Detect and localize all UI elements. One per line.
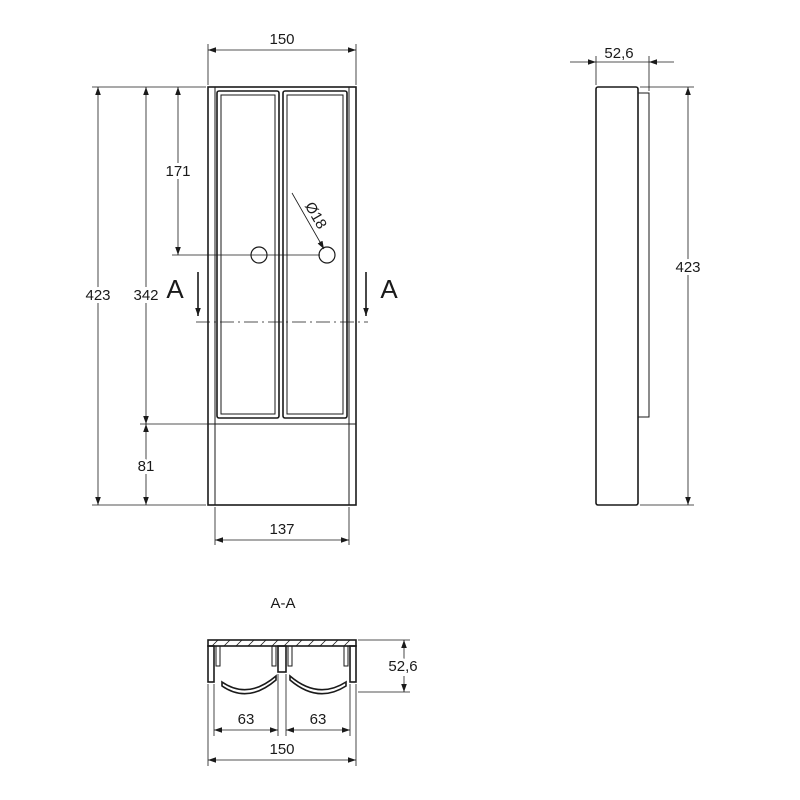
section-wall-middle bbox=[277, 645, 287, 673]
diameter-leader bbox=[291, 192, 325, 250]
dim-height-holes-label: 171 bbox=[165, 163, 190, 180]
dim-section-width-label: 150 bbox=[269, 741, 294, 758]
dim-width-top-label: 150 bbox=[269, 31, 294, 48]
dim-height-inner-label: 342 bbox=[133, 287, 158, 304]
dim-side-height-label: 423 bbox=[675, 259, 700, 276]
section-marker-right: A bbox=[380, 274, 398, 304]
left-door bbox=[216, 90, 280, 419]
section-view: A-A 52,6 bbox=[207, 595, 421, 766]
front-view: Ø18 150 137 423 342 81 171 A A bbox=[82, 31, 398, 545]
hole-right bbox=[318, 246, 336, 264]
side-body bbox=[595, 86, 639, 506]
hole-diameter-label: Ø18 bbox=[301, 199, 330, 232]
section-hatch bbox=[211, 639, 351, 647]
side-door-edge bbox=[637, 92, 650, 418]
dim-height-total-label: 423 bbox=[85, 287, 110, 304]
section-marker-left: A bbox=[166, 274, 184, 304]
right-door bbox=[282, 90, 348, 419]
section-wall-right bbox=[349, 645, 357, 683]
section-tray-right bbox=[289, 674, 347, 695]
dim-cell-left-label: 63 bbox=[238, 711, 255, 728]
section-back-panel bbox=[207, 639, 357, 647]
section-title: A-A bbox=[270, 595, 295, 612]
dim-width-bottom-label: 137 bbox=[269, 521, 294, 538]
section-wall-left bbox=[207, 645, 215, 683]
cabinet-outline bbox=[207, 86, 357, 506]
dim-cell-right-label: 63 bbox=[310, 711, 327, 728]
dim-section-depth-label: 52,6 bbox=[388, 658, 417, 675]
section-tray-left bbox=[221, 674, 277, 695]
side-view: 52,6 423 bbox=[570, 45, 704, 506]
dim-height-bottom-label: 81 bbox=[138, 458, 155, 475]
dim-side-depth-label: 52,6 bbox=[604, 45, 633, 62]
